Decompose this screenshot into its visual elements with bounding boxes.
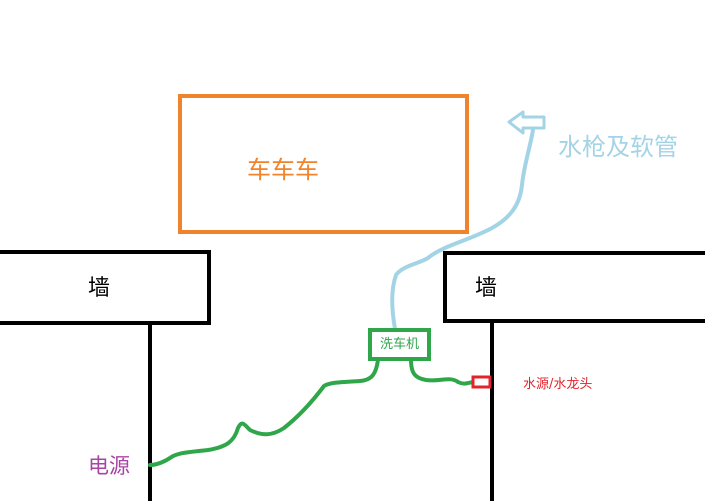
wall-right-box — [443, 251, 705, 323]
water-cable — [409, 358, 475, 386]
power-label: 电源 — [88, 454, 130, 478]
hose-label: 水枪及软管 — [558, 133, 678, 161]
car-box — [178, 94, 469, 234]
water-source-label: 水源/水龙头 — [523, 377, 593, 392]
washer-label: 洗车机 — [380, 337, 420, 352]
washer-box — [368, 328, 431, 361]
car-label: 车车车 — [247, 156, 319, 184]
hose-line — [390, 128, 535, 331]
power-cable — [148, 358, 380, 467]
wall-right-label: 墙 — [475, 276, 498, 301]
wall-left-box — [0, 250, 211, 325]
wall-left-label: 墙 — [88, 276, 111, 301]
hollow-arrow-left-icon — [507, 110, 546, 135]
red-rectangle-icon — [471, 375, 492, 389]
